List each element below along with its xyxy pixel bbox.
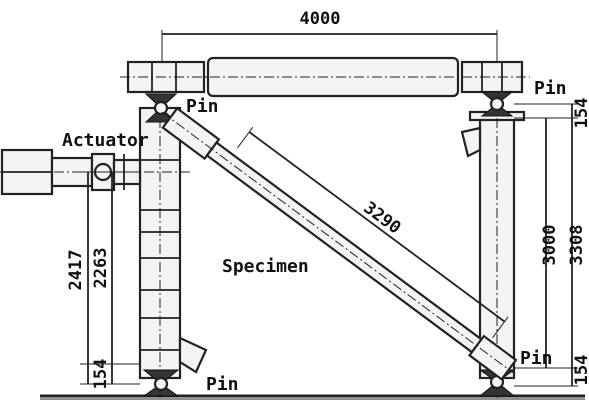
- dim-base-offset-left: 154: [91, 359, 111, 390]
- pin-bottom-left-symbol: [142, 369, 180, 397]
- dim-overall-height-right: 3308: [567, 225, 587, 266]
- label-pin-bottom-right: Pin: [520, 348, 553, 369]
- dim-base-offset-right: 154: [572, 355, 589, 386]
- label-pin-top-right: Pin: [534, 78, 567, 99]
- pin-top-right-symbol: [480, 91, 514, 117]
- top-beam: [120, 56, 530, 98]
- dim-top-offset-right: 154: [572, 98, 589, 129]
- dim-left-lines: [80, 171, 140, 385]
- dim-overall-height-left: 2417: [66, 250, 86, 291]
- label-actuator: Actuator: [62, 130, 149, 151]
- actuator-assembly: [0, 148, 190, 196]
- dim-actuator-height-left: 2263: [91, 248, 111, 289]
- dim-span: 4000: [300, 9, 341, 29]
- label-specimen: Specimen: [222, 256, 309, 277]
- dim-right-lines: [514, 103, 578, 387]
- dim-column-height: 3000: [540, 225, 560, 266]
- dim-span-line: [161, 30, 498, 62]
- dim-specimen-length: 3290: [360, 198, 405, 238]
- label-pin-top-left: Pin: [186, 96, 219, 117]
- left-column: [138, 100, 208, 398]
- label-pin-bottom-left: Pin: [206, 374, 239, 395]
